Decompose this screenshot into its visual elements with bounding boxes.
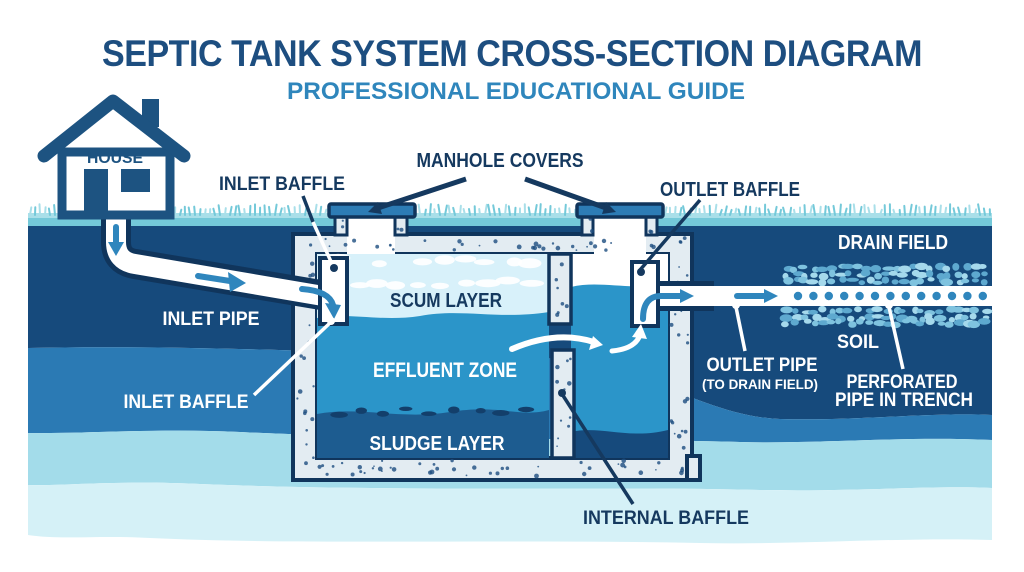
manhole-shaft-left bbox=[347, 216, 395, 255]
house-door bbox=[84, 169, 108, 215]
chamber-transfer-arrowhead bbox=[589, 336, 603, 350]
label-inlet-baffle-lower: INLET BAFFLE bbox=[124, 392, 249, 413]
perforated-pipe-dot bbox=[885, 301, 893, 309]
sludge-blobs bbox=[330, 406, 535, 418]
inlet-baffle-top-pointer-upper bbox=[301, 195, 315, 223]
perforated-pipe-pointer bbox=[887, 306, 905, 370]
internal-baffle bbox=[547, 252, 576, 460]
label-internal-baffle: INTERNAL BAFFLE bbox=[583, 508, 749, 529]
label-manhole-covers: MANHOLE COVERS bbox=[417, 150, 584, 172]
outlet-pipe bbox=[650, 281, 992, 311]
internal-baffle-pointer bbox=[560, 393, 635, 505]
label-outlet-baffle: OUTLET BAFFLE bbox=[660, 179, 800, 201]
soil-band-lighter bbox=[28, 482, 992, 544]
label-perforated-line1: PERFORATED bbox=[847, 372, 958, 393]
label-perforated-line2: PIPE IN TRENCH bbox=[835, 390, 973, 411]
page-subtitle: PROFESSIONAL EDUCATIONAL GUIDE bbox=[287, 78, 745, 105]
inlet-flow-arrow bbox=[195, 273, 233, 284]
gravel-pebbles bbox=[779, 262, 993, 329]
outlet-baffle-pointer bbox=[638, 198, 702, 272]
outlet-rise-arrowhead bbox=[632, 324, 647, 339]
label-effluent-zone: EFFLUENT ZONE bbox=[373, 359, 517, 382]
concrete-speckles bbox=[296, 217, 690, 479]
outlet-baffle-arrowhead bbox=[680, 289, 694, 303]
outlet-pipe-pointer bbox=[734, 306, 747, 352]
manhole-cover-right bbox=[575, 202, 665, 219]
label-scum-layer: SCUM LAYER bbox=[390, 290, 502, 312]
manhole-pointer-right bbox=[524, 176, 607, 211]
label-inlet-pipe: INLET PIPE bbox=[163, 309, 260, 330]
label-drain-field: DRAIN FIELD bbox=[838, 232, 948, 254]
page-title: SEPTIC TANK SYSTEM CROSS-SECTION DIAGRAM bbox=[102, 33, 922, 74]
tank-water bbox=[317, 253, 668, 458]
flow-arrows bbox=[108, 224, 778, 354]
chamber2-sludge bbox=[571, 430, 668, 458]
house-label: HOUSE bbox=[87, 150, 143, 167]
inlet-baffle-lower-pointer bbox=[252, 320, 333, 397]
riser-left-leg1 bbox=[333, 214, 349, 237]
chamber-transfer-arrow bbox=[509, 334, 597, 352]
label-inlet-baffle-top: INLET BAFFLE bbox=[219, 174, 345, 195]
manhole-shaft-right bbox=[594, 216, 646, 255]
perforation-holes bbox=[793, 291, 987, 301]
manhole-pointer-left-arrowhead bbox=[368, 202, 382, 214]
label-outlet-pipe-sub: (TO DRAIN FIELD) bbox=[702, 376, 818, 392]
riser-left-leg2 bbox=[393, 214, 409, 237]
manhole-pointer-left bbox=[377, 176, 467, 211]
house-body bbox=[57, 147, 175, 220]
inlet-baffle-arrowhead bbox=[325, 303, 341, 319]
inlet-baffle-lower-dot bbox=[327, 317, 335, 325]
callout-pointers bbox=[252, 176, 905, 505]
sludge-layer-region bbox=[317, 409, 549, 458]
header: SEPTIC TANK SYSTEM CROSS-SECTION DIAGRAM… bbox=[102, 33, 923, 105]
label-sludge-layer: SLUDGE LAYER bbox=[370, 433, 505, 455]
label-outlet-pipe: OUTLET PIPE bbox=[707, 355, 818, 376]
internal-baffle-dot bbox=[558, 389, 566, 397]
inlet-baffle-top-dot bbox=[330, 264, 338, 272]
manhole-pointer-right-arrowhead bbox=[602, 202, 616, 214]
gravel-trench bbox=[779, 262, 993, 329]
inlet-baffle-arrow bbox=[299, 286, 336, 308]
callout-labels: INLET BAFFLE MANHOLE COVERS OUTLET BAFFL… bbox=[124, 150, 974, 529]
outlet-baffle-dot bbox=[637, 268, 645, 276]
internal-baffle-lower bbox=[550, 348, 576, 460]
house-icon: HOUSE bbox=[37, 94, 191, 220]
inlet-flow-arrowhead bbox=[228, 272, 246, 292]
house-window bbox=[121, 169, 150, 192]
tank-foot-right bbox=[685, 454, 702, 482]
house-roof bbox=[37, 94, 191, 163]
drainfield-flow-arrowhead bbox=[764, 289, 778, 303]
house-down-arrowhead bbox=[108, 242, 124, 256]
label-soil: SOIL bbox=[837, 332, 879, 353]
outlet-baffle-arrow bbox=[640, 293, 683, 322]
inlet-baffle-top-pointer-lower bbox=[311, 221, 335, 267]
outlet-pipe-dot bbox=[732, 301, 740, 309]
